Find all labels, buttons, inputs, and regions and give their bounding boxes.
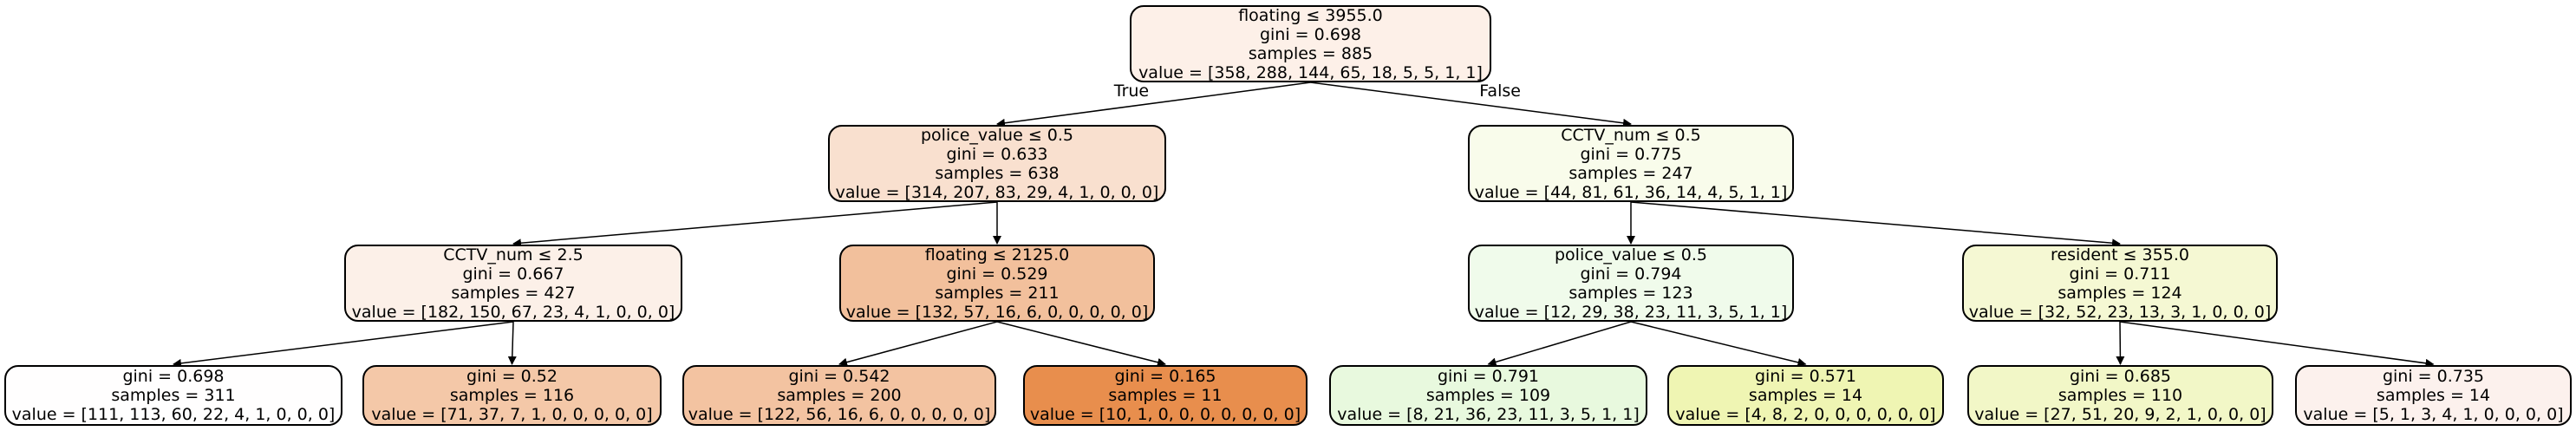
node-text-line: samples = 14: [2376, 386, 2491, 405]
node-text-line: samples = 14: [1748, 386, 1863, 405]
edge-label-false: False: [1479, 81, 1521, 101]
tree-edge-n1-n2: [512, 201, 998, 248]
node-text-line: value = [12, 29, 38, 23, 11, 3, 5, 1, 1]: [1474, 302, 1788, 322]
node-text-line: samples = 200: [777, 386, 902, 405]
node-text-line: samples = 11: [1108, 386, 1223, 405]
node-text-line: samples = 124: [2058, 283, 2182, 303]
node-text-line: value = [358, 288, 144, 65, 18, 5, 5, 1,…: [1138, 62, 1483, 82]
node-text-line: value = [27, 51, 20, 9, 2, 1, 0, 0, 0]: [1974, 405, 2266, 424]
node-text-line: value = [44, 81, 61, 36, 14, 4, 5, 1, 1]: [1474, 182, 1788, 202]
node-text-line: gini = 0.571: [1754, 367, 1857, 386]
node-text-line: gini = 0.711: [2069, 264, 2171, 284]
node-text-line: samples = 109: [1425, 386, 1551, 405]
tree-edge-n8-n12: [1630, 201, 2121, 248]
tree-edge-n12-n13: [2116, 321, 2125, 365]
node-text-line: value = [10, 1, 0, 0, 0, 0, 0, 0, 0]: [1029, 405, 1301, 424]
tree-edge-n2-n3: [173, 321, 514, 368]
node-text-line: value = [71, 37, 7, 1, 0, 0, 0, 0, 0]: [371, 405, 653, 424]
node-text-line: gini = 0.667: [462, 264, 564, 284]
tree-edge-n0-n1: [996, 82, 1311, 127]
node-text-line: floating ≤ 3955.0: [1238, 5, 1383, 25]
node-text-line: value = [111, 113, 60, 22, 4, 1, 0, 0, 0…: [11, 405, 336, 424]
node-text-line: gini = 0.735: [2382, 367, 2485, 386]
node-text-line: CCTV_num ≤ 0.5: [1561, 125, 1701, 145]
node-text-line: samples = 638: [935, 163, 1060, 183]
node-text-line: floating ≤ 2125.0: [924, 245, 1070, 264]
tree-edge-n2-n4: [507, 321, 517, 365]
node-text-line: gini = 0.529: [946, 264, 1048, 284]
node-text-line: gini = 0.791: [1437, 367, 1540, 386]
node-text-line: samples = 116: [449, 386, 575, 405]
node-text-line: value = [122, 56, 16, 6, 0, 0, 0, 0, 0]: [688, 405, 991, 424]
node-text-line: samples = 311: [111, 386, 236, 405]
node-text-line: samples = 247: [1568, 163, 1693, 183]
node-text-line: gini = 0.633: [946, 144, 1048, 164]
node-text-line: gini = 0.698: [122, 367, 225, 386]
node-text-line: value = [5, 1, 3, 4, 1, 0, 0, 0, 0]: [2303, 405, 2564, 424]
node-text-line: samples = 211: [935, 283, 1060, 303]
tree-edge-n0-n8: [1310, 82, 1632, 127]
node-text-line: gini = 0.775: [1580, 144, 1682, 164]
node-text-line: CCTV_num ≤ 2.5: [443, 245, 584, 264]
node-text-line: gini = 0.794: [1580, 264, 1682, 284]
tree-edge-n9-n11: [1630, 321, 1807, 367]
node-text-line: value = [314, 207, 83, 29, 4, 1, 0, 0, 0…: [835, 182, 1159, 202]
node-text-line: police_value ≤ 0.5: [921, 125, 1073, 145]
node-text-line: value = [4, 8, 2, 0, 0, 0, 0, 0, 0]: [1675, 405, 1936, 424]
tree-edge-n9-n10: [1487, 321, 1632, 367]
node-text-line: gini = 0.52: [466, 367, 558, 386]
node-text-line: samples = 885: [1248, 43, 1373, 63]
node-text-line: value = [132, 57, 16, 6, 0, 0, 0, 0, 0]: [845, 302, 1149, 322]
node-text-line: gini = 0.165: [1114, 367, 1216, 386]
node-text-line: value = [182, 150, 67, 23, 4, 1, 0, 0, 0…: [351, 302, 675, 322]
tree-edge-n5-n6: [838, 321, 998, 367]
node-text-line: police_value ≤ 0.5: [1555, 245, 1707, 264]
node-text-line: resident ≤ 355.0: [2051, 245, 2189, 264]
node-text-line: samples = 427: [451, 283, 576, 303]
node-text-line: gini = 0.542: [788, 367, 890, 386]
node-text-line: value = [32, 52, 23, 13, 3, 1, 0, 0, 0]: [1968, 302, 2272, 322]
tree-edge-n5-n7: [996, 321, 1166, 367]
node-text-line: samples = 110: [2058, 386, 2183, 405]
node-text-line: gini = 0.698: [1259, 24, 1362, 44]
node-text-line: value = [8, 21, 36, 23, 11, 3, 5, 1, 1]: [1337, 405, 1640, 424]
tree-edge-n12-n14: [2119, 321, 2435, 368]
node-text-line: samples = 123: [1568, 283, 1693, 303]
edge-label-true: True: [1113, 81, 1150, 101]
node-text-line: gini = 0.685: [2069, 367, 2172, 386]
